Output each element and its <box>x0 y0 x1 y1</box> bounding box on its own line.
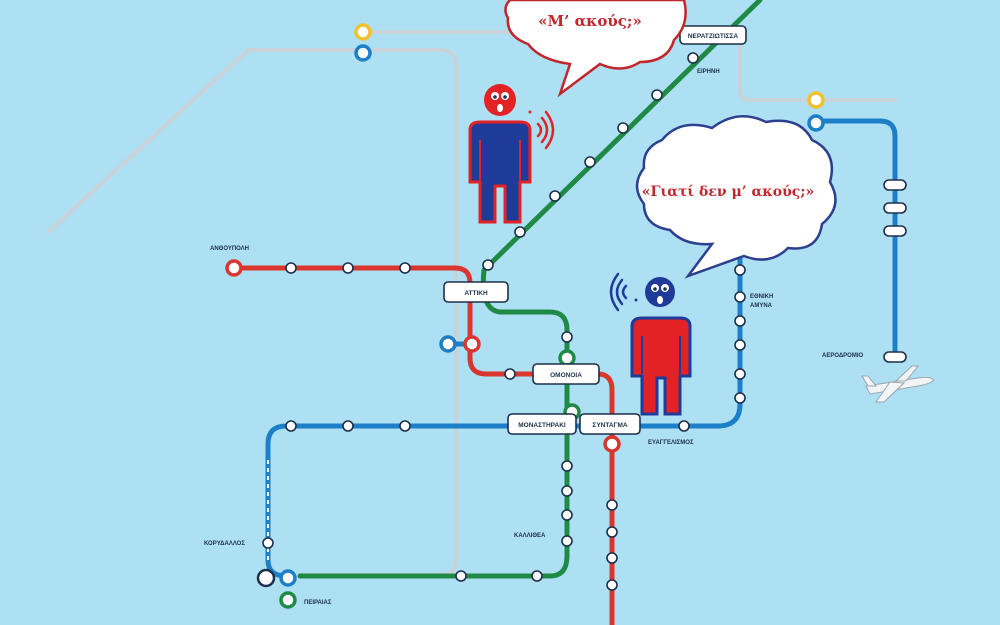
person-red-icon <box>630 277 692 416</box>
interchange-syntagma: ΣΥΝΤΑΓΜΑ <box>579 413 641 435</box>
speech-right-text: «Γιατί δεν μ’ ακούς;» <box>642 183 815 200</box>
speech-bubble-right: «Γιατί δεν μ’ ακούς;» <box>635 115 837 279</box>
station-korydallos-label: ΚΟΡΥΔΑΛΛΟΣ <box>204 541 245 547</box>
speech-top-text: «Μ’ ακούς;» <box>538 12 642 30</box>
station-monastiraki-label: ΜΟΝΑΣΤΗΡΑΚΙ <box>518 422 566 429</box>
station-kallithea-label: ΚΑΛΛΙΘΕΑ <box>514 533 546 539</box>
station-markers <box>262 52 746 591</box>
green-line <box>297 0 763 579</box>
station-aerodromio-label: ΑΕΡΟΔΡΟΜΙΟ <box>822 353 863 359</box>
red-line <box>231 265 615 625</box>
person-blue-icon <box>468 84 532 224</box>
sound-waves-icon <box>528 110 555 150</box>
station-eirini-label: ΕΙΡΗΝΗ <box>697 69 720 75</box>
interchange-neratziotissa: ΝΕΡΑΤΖΙΩΤΙΣΣΑ <box>679 25 747 45</box>
sound-waves-icon <box>609 272 638 312</box>
station-attiki-label: ΑΤΤΙΚΗ <box>464 290 488 297</box>
station-ethniki-label-2: ΑΜΥΝΑ <box>750 303 773 309</box>
terminal-markers <box>225 23 825 609</box>
station-peiraias-label: ΠΕΙΡΑΙΑΣ <box>304 600 332 606</box>
station-ethniki-label-1: ΕΘΝΙΚΗ <box>750 294 773 300</box>
interchange-attiki: ΑΤΤΙΚΗ <box>443 281 509 303</box>
station-syntagma-label: ΣΥΝΤΑΓΜΑ <box>592 422 627 429</box>
speech-bubble-top: «Μ’ ακούς;» <box>504 0 687 98</box>
station-evangelismos-label: ΕΥΑΓΓΕΛΙΣΜΟΣ <box>648 440 694 446</box>
station-anthoupoli-label: ΑΝΘΟΥΠΟΛΗ <box>210 246 249 252</box>
interchange-monastiraki: ΜΟΝΑΣΤΗΡΑΚΙ <box>507 413 577 435</box>
station-omonoia-label: ΟΜΟΝΟΙΑ <box>550 372 582 379</box>
airplane-icon <box>861 365 935 403</box>
station-neratziotissa-label: ΝΕΡΑΤΖΙΩΤΙΣΣΑ <box>688 33 739 40</box>
airport-pill-stations <box>883 179 907 363</box>
interchange-omonoia: ΟΜΟΝΟΙΑ <box>532 363 600 385</box>
